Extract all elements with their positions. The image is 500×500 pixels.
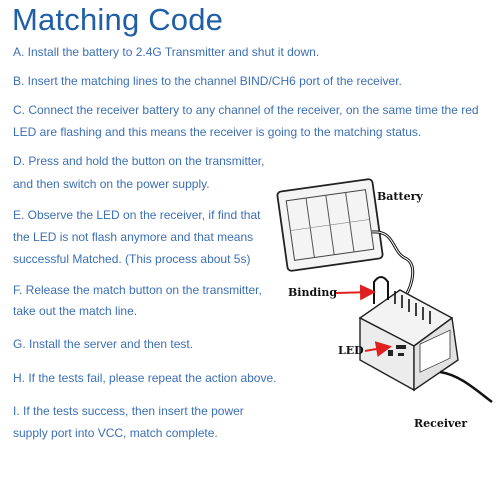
led-arrow <box>364 341 392 357</box>
receiver-unit <box>358 276 493 403</box>
step-f-line-1: F. Release the match button on the trans… <box>13 283 262 297</box>
step-e-line-1: E. Observe the LED on the receiver, if f… <box>13 208 261 222</box>
battery-label: Battery <box>377 190 423 203</box>
step-d-line-2: and then switch on the power supply. <box>13 177 210 191</box>
step-e-line-3: successful Matched. (This process about … <box>13 252 251 266</box>
step-f-line-2: take out the match line. <box>13 304 138 318</box>
step-e-line-2: the LED is not flash anymore and that me… <box>13 230 254 244</box>
led-label: LED <box>338 344 364 357</box>
step-i-line-2: supply port into VCC, match complete. <box>13 426 218 440</box>
step-g: G. Install the server and then test. <box>13 337 194 351</box>
binding-label: Binding <box>288 286 338 299</box>
step-i-line-1: I. If the tests success, then insert the… <box>13 404 244 418</box>
battery-pack <box>276 178 384 272</box>
step-c-line-2: LED are flashing and this means the rece… <box>13 125 422 139</box>
step-h: H. If the tests fail, please repeat the … <box>13 371 277 385</box>
bind-jumper <box>373 276 389 304</box>
step-a: A. Install the battery to 2.4G Transmitt… <box>13 45 320 59</box>
step-d-line-1: D. Press and hold the button on the tran… <box>13 154 265 168</box>
binding-arrow <box>335 284 376 301</box>
step-c-line-1: C. Connect the receiver battery to any c… <box>13 103 479 117</box>
receiver-label: Receiver <box>414 417 468 430</box>
antenna-wire <box>439 370 493 403</box>
page-title: Matching Code <box>12 2 224 37</box>
step-b: B. Insert the matching lines to the chan… <box>13 74 402 88</box>
